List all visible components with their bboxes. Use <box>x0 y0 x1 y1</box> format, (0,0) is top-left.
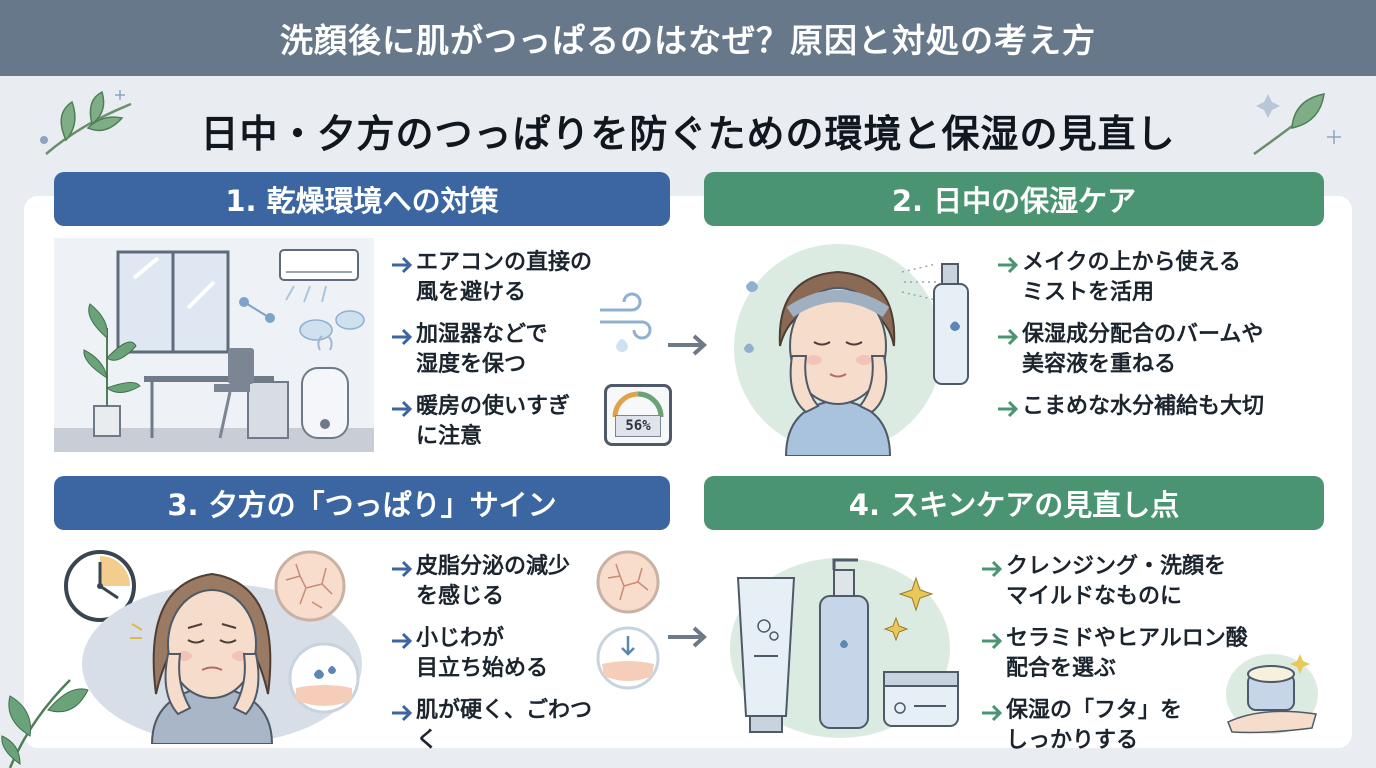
hygrometer-reading: 56% <box>615 415 661 437</box>
connector-arrow-icon <box>668 334 707 356</box>
skin-absorb-icon <box>596 626 660 690</box>
section-1-heading: 1. 乾燥環境への対策 <box>54 172 670 226</box>
wind-icon <box>600 292 652 352</box>
arrow-right-icon <box>982 704 1003 722</box>
section-2-bullets: メイクの上から使える ミストを活用 保湿成分配合のバームや 美容液を重ねる こま… <box>996 248 1326 436</box>
subtitle: 日中・夕方のつっぱりを防ぐための環境と保湿の見直し <box>0 92 1376 168</box>
bullet-text: こまめな水分補給も大切 <box>1022 394 1265 419</box>
bullet-text: 小じわが 目立ち始める <box>416 626 549 681</box>
list-item: 肌が硬く、ごわつく <box>390 696 610 756</box>
arrow-right-icon <box>392 256 413 274</box>
bullet-text: 保湿の「フタ」を しっかりする <box>1006 698 1183 753</box>
bullet-text: クレンジング・洗顔を マイルドなものに <box>1006 554 1227 609</box>
bullet-text: 暖房の使いすぎ に注意 <box>416 394 571 449</box>
bullet-text: 加湿器などで 湿度を保つ <box>416 322 548 377</box>
list-item: メイクの上から使える ミストを活用 <box>996 248 1326 308</box>
cracked-skin-icon <box>274 550 346 622</box>
section-3-heading: 3. 夕方の「つっぱり」サイン <box>54 476 670 530</box>
list-item: 保湿の「フタ」を しっかりする <box>980 696 1270 756</box>
leaf-decoration-bottom-left-icon <box>1 679 89 768</box>
list-item: 皮脂分泌の減少 を感じる <box>390 552 610 612</box>
arrow-right-icon <box>998 328 1019 346</box>
dry-skin-icon <box>596 550 660 614</box>
bullet-text: セラミドやヒアルロン酸 配合を選ぶ <box>1006 626 1248 681</box>
list-item: クレンジング・洗顔を マイルドなものに <box>980 552 1270 612</box>
cream-jar-icon <box>1226 654 1318 734</box>
tired-woman-illustration-icon <box>82 572 362 744</box>
section-1-heading-text: 1. 乾燥環境への対策 <box>225 184 499 218</box>
arrow-right-icon <box>392 328 413 346</box>
list-item: 小じわが 目立ち始める <box>390 624 610 684</box>
arrow-right-icon <box>998 256 1019 274</box>
leaf-decoration-right-icon <box>1253 93 1341 156</box>
gauge-icon <box>612 391 664 418</box>
section-4-heading-text: 4. スキンケアの見直し点 <box>848 488 1180 522</box>
arrow-right-icon <box>982 560 1003 578</box>
section-4-heading: 4. スキンケアの見直し点 <box>704 476 1324 530</box>
connector-arrow-icon <box>668 626 707 648</box>
hygrometer: 56% <box>604 384 672 446</box>
bullet-text: 肌が硬く、ごわつく <box>416 698 593 753</box>
list-item: セラミドやヒアルロン酸 配合を選ぶ <box>980 624 1270 684</box>
arrow-right-icon <box>982 632 1003 650</box>
list-item: こまめな水分補給も大切 <box>996 392 1326 424</box>
skincare-products-illustration-icon <box>730 558 959 738</box>
arrow-right-icon <box>998 400 1019 418</box>
bullet-text: 皮脂分泌の減少 を感じる <box>416 554 571 609</box>
list-item: 保湿成分配合のバームや 美容液を重ねる <box>996 320 1326 380</box>
subtitle-text: 日中・夕方のつっぱりを防ぐための環境と保湿の見直し <box>200 111 1176 156</box>
list-item: 加湿器などで 湿度を保つ <box>390 320 620 380</box>
page-title: 洗顔後に肌がつっぱるのはなぜ？原因と対処の考え方 <box>280 21 1096 60</box>
leaf-decoration-left-icon <box>40 90 132 155</box>
skin-layer-icon <box>288 642 360 714</box>
woman-mist-illustration-icon <box>734 244 969 456</box>
section-2-heading-text: 2. 日中の保湿ケア <box>891 184 1137 218</box>
arrow-right-icon <box>392 632 413 650</box>
section-2-heading: 2. 日中の保湿ケア <box>704 172 1324 226</box>
section-3-heading-text: 3. 夕方の「つっぱり」サイン <box>167 488 557 522</box>
arrow-right-icon <box>392 704 413 722</box>
bullet-text: エアコンの直接の 風を避ける <box>416 250 593 305</box>
bullet-text: 保湿成分配合のバームや 美容液を重ねる <box>1022 322 1264 377</box>
list-item: 暖房の使いすぎ に注意 <box>390 392 620 452</box>
clock-icon <box>64 550 136 622</box>
arrow-right-icon <box>392 400 413 418</box>
room-illustration-icon <box>54 238 374 452</box>
section-1-bullets: エアコンの直接の 風を避ける 加湿器などで 湿度を保つ 暖房の使いすぎ に注意 <box>390 248 620 464</box>
header-bar: 洗顔後に肌がつっぱるのはなぜ？原因と対処の考え方 <box>0 0 1376 76</box>
section-4-bullets: クレンジング・洗顔を マイルドなものに セラミドやヒアルロン酸 配合を選ぶ 保湿… <box>980 552 1270 768</box>
arrow-right-icon <box>392 560 413 578</box>
bullet-text: メイクの上から使える ミストを活用 <box>1022 250 1241 305</box>
list-item: エアコンの直接の 風を避ける <box>390 248 620 308</box>
section-3-bullets: 皮脂分泌の減少 を感じる 小じわが 目立ち始める 肌が硬く、ごわつく <box>390 552 610 768</box>
